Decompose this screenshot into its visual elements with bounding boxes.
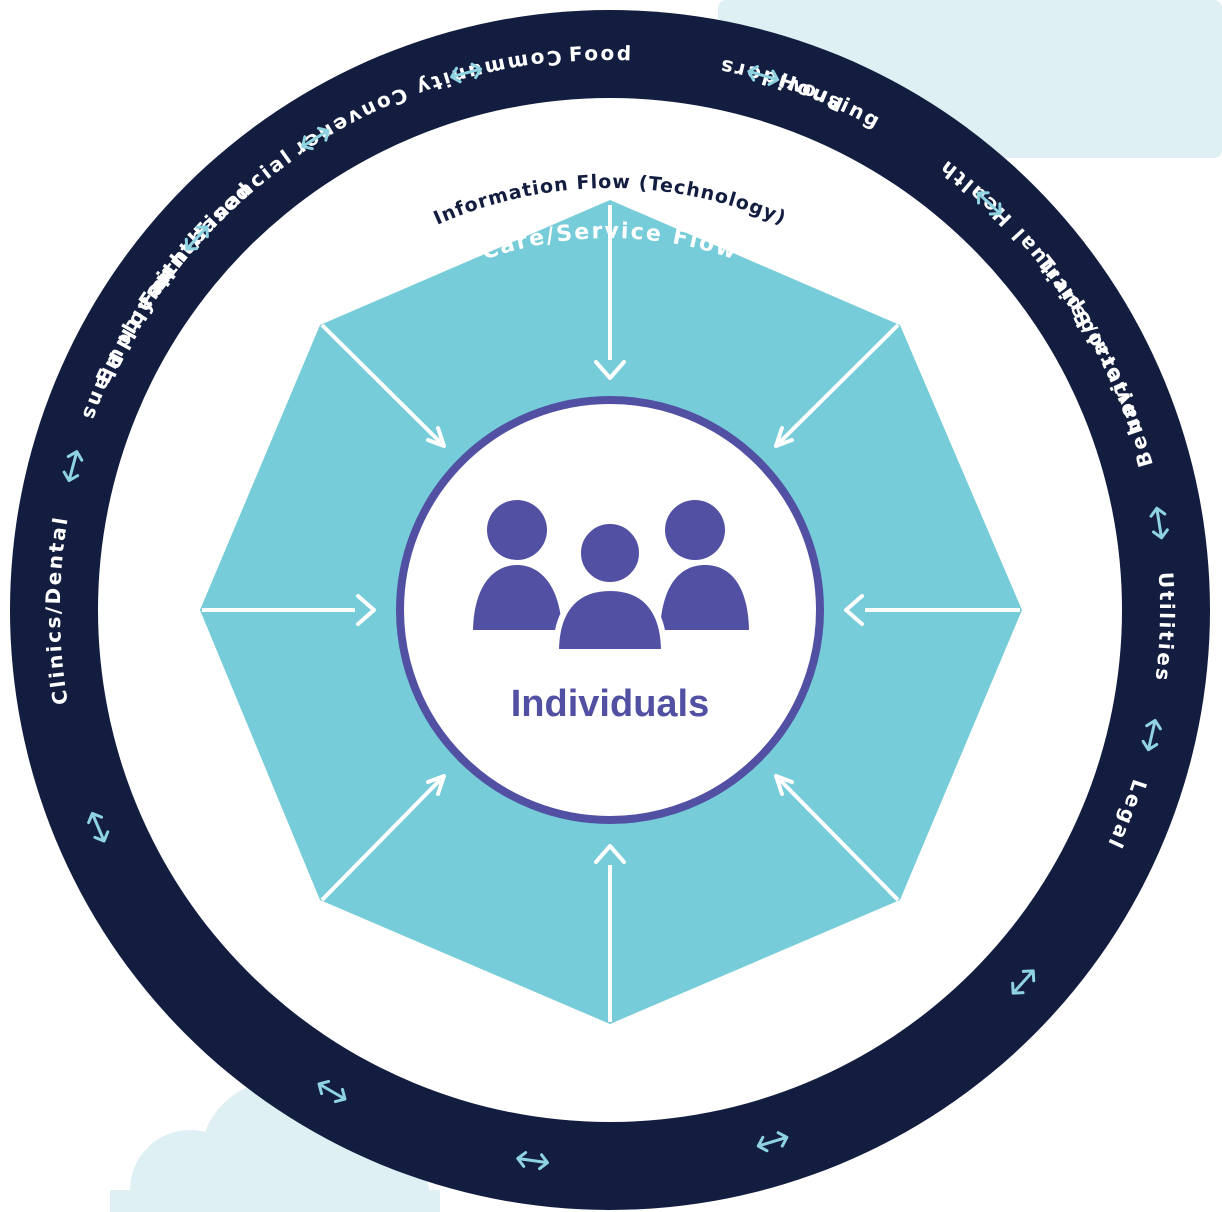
double-arrow-icon [87, 811, 110, 843]
double-arrow-icon [516, 1151, 549, 1171]
double-arrow-icon [301, 126, 330, 151]
arrow-inward-icon [426, 426, 446, 448]
center-label: Individuals [511, 683, 709, 725]
double-arrow-icon [1141, 718, 1162, 752]
double-arrow-icon [184, 225, 209, 251]
ring-label: Food [568, 40, 634, 65]
arrow-inward-icon [594, 844, 626, 864]
double-arrow-icon [756, 1131, 789, 1153]
arrow-inward-icon [774, 774, 794, 796]
double-arrow-icon [747, 65, 780, 86]
people-group-icon [473, 500, 749, 655]
radial-dividers [202, 205, 1020, 1022]
double-arrow-icon [1149, 506, 1169, 540]
double-arrow-icon [1011, 969, 1036, 995]
double-arrow-icon [62, 450, 84, 483]
arrow-inward-icon [356, 594, 376, 626]
arrow-inward-icon [594, 360, 626, 380]
double-arrow-icon [317, 1079, 347, 1104]
inward-arrowheads [356, 360, 864, 864]
arrow-inward-icon [844, 594, 864, 626]
arrow-inward-icon [426, 774, 446, 796]
double-arrow-icon [450, 62, 483, 84]
ring-label: Utilities [1151, 571, 1180, 684]
arrow-inward-icon [774, 426, 794, 448]
double-arrow-icon [976, 191, 1002, 216]
